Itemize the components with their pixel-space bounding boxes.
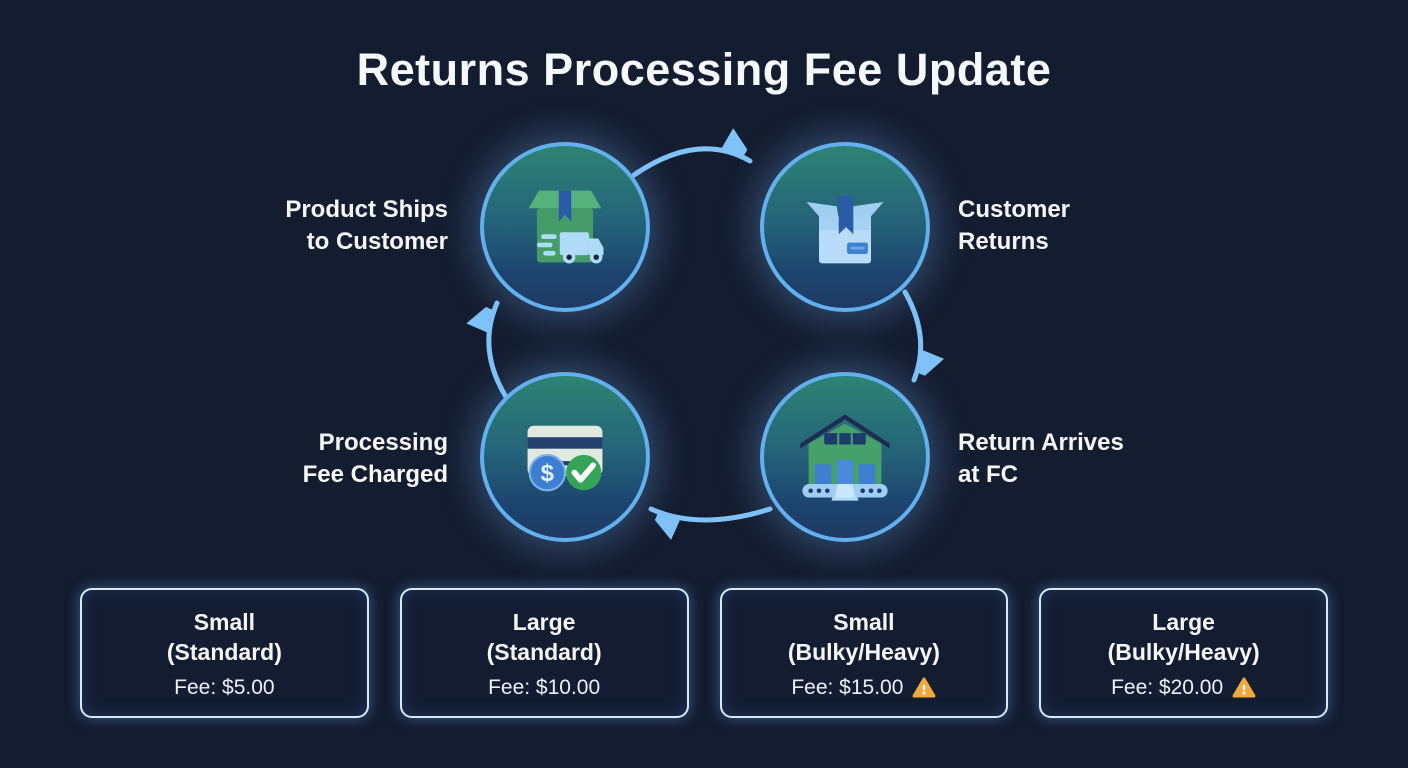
fee-cards-row: Small (Standard) Fee: $5.00 Large (Stand…: [80, 588, 1328, 718]
fee-card-category: (Standard): [486, 638, 602, 665]
step-label-return-arrives: Return Arrives at FC: [958, 427, 1258, 491]
fee-card-size: Large: [512, 608, 576, 635]
fee-card-fee: Fee: $20.00: [1111, 676, 1256, 700]
fee-card-size: Large: [1152, 608, 1215, 635]
fee-card-fee: Fee: $15.00: [791, 676, 936, 700]
step-label-line: Product Ships: [285, 196, 448, 223]
warehouse-conveyor-icon: [800, 414, 890, 501]
page-title: Returns Processing Fee Update: [356, 44, 1052, 95]
step-label-line: Returns: [958, 228, 1049, 255]
fee-card-title: Large (Bulky/Heavy): [1108, 607, 1260, 667]
fee-card-large-bulky: Large (Bulky/Heavy) Fee: $20.00: [1039, 588, 1328, 718]
step-label-line: Return Arrives: [958, 429, 1124, 456]
return-box-icon: [806, 195, 884, 264]
fee-card-title: Large (Standard): [487, 607, 602, 667]
cycle-node-processing-fee: $: [480, 372, 650, 542]
fee-card-title: Small (Standard): [167, 607, 282, 667]
fee-card-large-standard: Large (Standard) Fee: $10.00: [399, 588, 689, 718]
credit-card-fee-icon: $: [527, 425, 603, 492]
arrow-return-to-arrive: [902, 289, 921, 383]
fee-card-size: Small: [193, 608, 256, 635]
arrow-arrive-to-fee: [648, 506, 773, 520]
fee-amount: Fee: $20.00: [1111, 675, 1224, 699]
arrow-fee-to-ship: [489, 300, 509, 400]
step-label-line: to Customer: [306, 228, 448, 255]
fee-amount: Fee: $15.00: [791, 675, 904, 699]
fee-card-small-bulky: Small (Bulky/Heavy) Fee: $15.00: [719, 588, 1009, 718]
arrow-ship-to-return: [631, 149, 750, 178]
shipping-truck-box-icon: [528, 190, 604, 264]
fee-card-small-standard: Small (Standard) Fee: $5.00: [80, 588, 369, 718]
svg-text:$: $: [541, 460, 554, 487]
step-label-processing-fee: Processing Fee Charged: [160, 427, 448, 491]
fee-card-fee: Fee: $5.00: [174, 676, 274, 700]
cycle-node-return-arrives: [760, 372, 930, 542]
step-label-line: at FC: [958, 461, 1018, 488]
warning-icon: [912, 677, 936, 697]
fee-amount: Fee: $10.00: [488, 675, 601, 699]
step-label-line: Customer: [958, 196, 1071, 223]
fee-card-category: (Bulky/Heavy): [1107, 638, 1260, 665]
step-label-customer-returns: Customer Returns: [958, 194, 1258, 258]
fee-card-title: Small (Bulky/Heavy): [788, 607, 940, 667]
fee-card-category: (Standard): [166, 638, 282, 665]
cycle-node-customer-returns: [760, 142, 930, 312]
step-label-line: Fee Charged: [302, 461, 448, 488]
warning-icon: [1232, 677, 1256, 697]
fee-card-category: (Bulky/Heavy): [787, 638, 940, 665]
cycle-node-product-ships: [480, 142, 650, 312]
step-label-line: Processing: [318, 429, 448, 456]
fee-card-size: Small: [833, 608, 895, 635]
step-label-product-ships: Product Ships to Customer: [160, 194, 448, 258]
fee-amount: Fee: $5.00: [174, 675, 275, 699]
fee-card-fee: Fee: $10.00: [488, 676, 600, 700]
